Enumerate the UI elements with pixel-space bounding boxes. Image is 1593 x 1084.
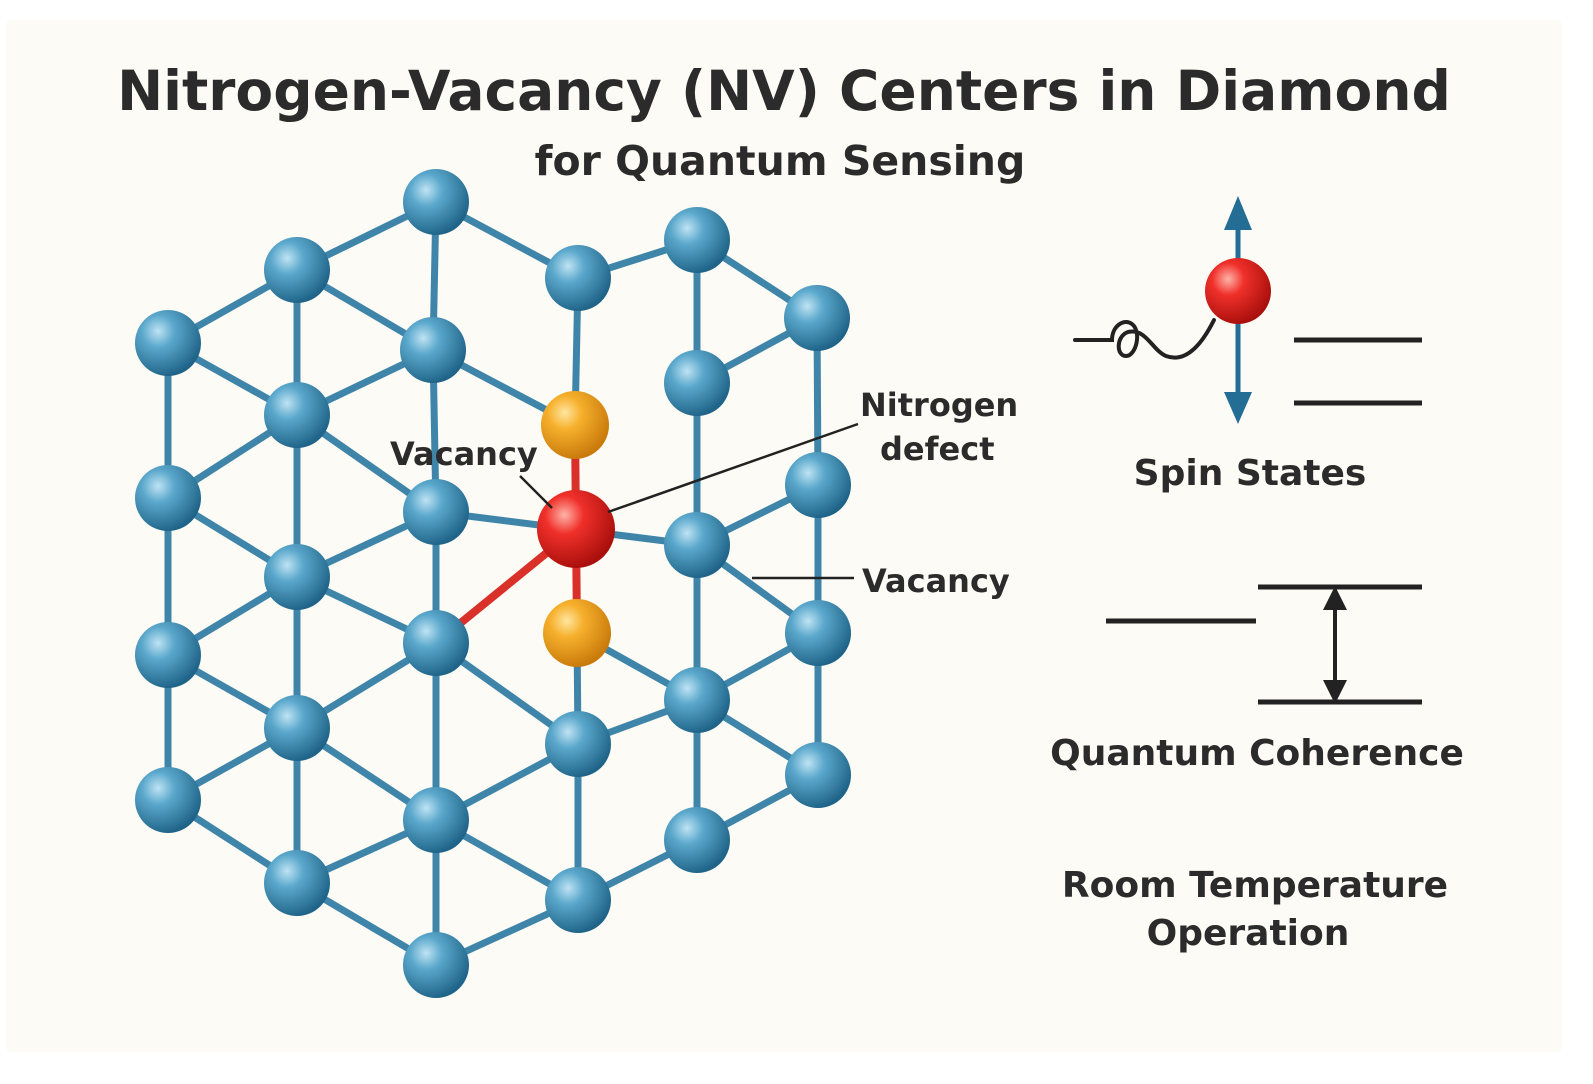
nitrogen-label-line1: Nitrogen: [860, 386, 1018, 424]
room-temperature-label-line2: Operation: [1147, 913, 1350, 954]
quantum-coherence-label: Quantum Coherence: [1050, 733, 1464, 774]
carbon-atom: [784, 285, 850, 351]
wave-icon: [1073, 318, 1216, 360]
carbon-atom: [785, 600, 851, 666]
carbon-atom: [545, 867, 611, 933]
carbon-atom: [135, 465, 201, 531]
carbon-atom: [785, 452, 851, 518]
page-subtitle: for Quantum Sensing: [535, 137, 1026, 185]
carbon-atom: [264, 850, 330, 916]
carbon-atom: [264, 237, 330, 303]
arrow-up-head: [1224, 196, 1252, 230]
carbon-atom: [264, 544, 330, 610]
carbon-atom: [785, 742, 851, 808]
electron-spin-icon: [1205, 258, 1271, 324]
vacancy-label-left: Vacancy: [390, 435, 538, 473]
leader-line: [519, 475, 553, 509]
lattice-atoms: [135, 169, 851, 998]
carbon-atom: [664, 207, 730, 273]
carbon-atom: [403, 932, 469, 998]
carbon-atom: [403, 479, 469, 545]
carbon-atom: [403, 787, 469, 853]
room-temperature-label-line1: Room Temperature: [1062, 865, 1448, 906]
carbon-atom: [545, 711, 611, 777]
carbon-atom: [135, 622, 201, 688]
carbon-atom: [403, 610, 469, 676]
carbon-atom: [135, 310, 201, 376]
arrow-down-head: [1224, 392, 1252, 424]
carbon-atom: [664, 350, 730, 416]
nitrogen-label-line2: defect: [880, 430, 995, 468]
label-leader-lines: [519, 422, 859, 580]
vacancy-label-right: Vacancy: [862, 562, 1010, 600]
carbon-atom: [403, 169, 469, 235]
carbon-atom: [664, 667, 730, 733]
spin-states-label: Spin States: [1134, 453, 1367, 494]
quantum-coherence-icon: [1106, 584, 1422, 705]
carbon-atom: [664, 512, 730, 578]
carbon-atom: [545, 245, 611, 311]
carbon-atom: [664, 807, 730, 873]
page-title: Nitrogen-Vacancy (NV) Centers in Diamond: [117, 59, 1451, 123]
vacancy-site: [541, 391, 609, 459]
carbon-atom: [264, 695, 330, 761]
nitrogen-atom: [537, 490, 615, 568]
carbon-atom: [264, 382, 330, 448]
vacancy-site: [543, 599, 611, 667]
carbon-atom: [400, 317, 466, 383]
leader-line: [607, 422, 859, 514]
carbon-atom: [135, 767, 201, 833]
spin-states-icon: [1073, 196, 1422, 424]
